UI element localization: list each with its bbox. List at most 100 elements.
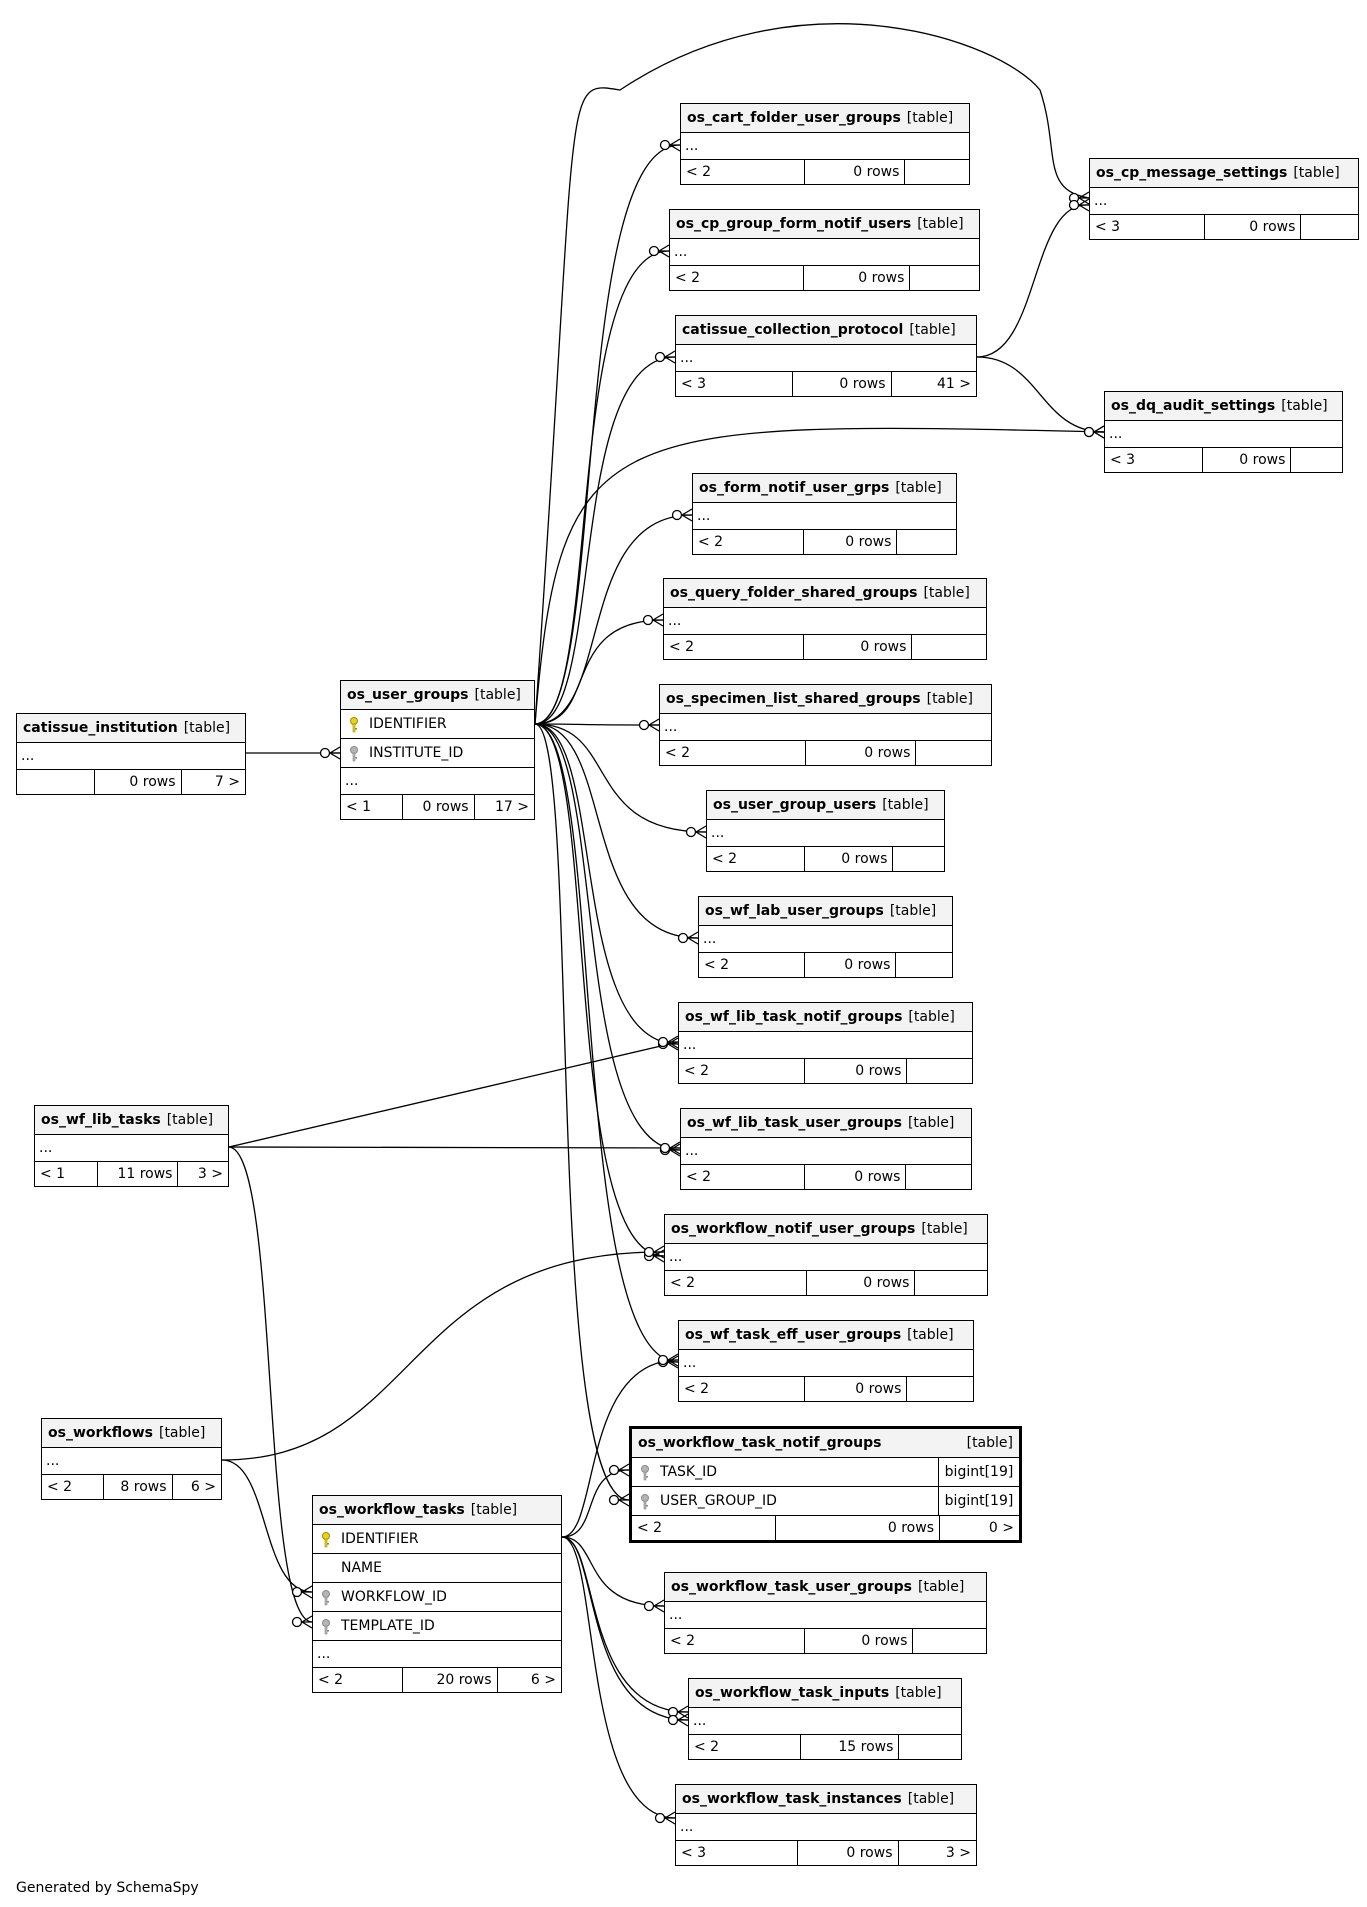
parent-count[interactable]: < 2 <box>665 745 691 761</box>
table-header[interactable]: os_workflow_task_notif_groups[table] <box>632 1429 1019 1458</box>
table-header[interactable]: os_specimen_list_shared_groups[table] <box>660 685 991 714</box>
child-count[interactable] <box>907 1377 973 1401</box>
child-count[interactable] <box>897 530 956 554</box>
child-count[interactable] <box>916 741 991 765</box>
table-header[interactable]: os_wf_lab_user_groups[table] <box>699 897 952 926</box>
parent-count[interactable]: < 2 <box>637 1520 663 1536</box>
child-count[interactable] <box>896 953 952 977</box>
table-header[interactable]: catissue_collection_protocol[table] <box>676 316 976 345</box>
column-row[interactable]: IDENTIFIER <box>313 1525 561 1554</box>
parent-count[interactable]: < 2 <box>694 1739 720 1755</box>
more-columns-ellipsis[interactable]: ... <box>665 1244 987 1271</box>
table-header[interactable]: os_cart_folder_user_groups[table] <box>681 104 969 133</box>
table-header[interactable]: os_dq_audit_settings[table] <box>1105 392 1342 421</box>
table-header[interactable]: os_wf_task_eff_user_groups[table] <box>679 1321 973 1350</box>
table-header[interactable]: os_query_folder_shared_groups[table] <box>664 579 986 608</box>
parent-count[interactable]: < 2 <box>698 534 724 550</box>
table-os-query-folder-shared-groups[interactable]: os_query_folder_shared_groups[table]...<… <box>663 578 987 660</box>
table-os-workflow-notif-user-groups[interactable]: os_workflow_notif_user_groups[table]... <… <box>664 1214 988 1296</box>
table-header[interactable]: os_workflows[table] <box>42 1419 221 1448</box>
table-os-workflow-task-notif-groups[interactable]: os_workflow_task_notif_groups[table]TASK… <box>629 1426 1022 1543</box>
more-columns-ellipsis[interactable]: ... <box>676 345 976 372</box>
more-columns-ellipsis[interactable]: ... <box>42 1448 221 1475</box>
child-count[interactable] <box>915 1271 987 1295</box>
parent-count[interactable]: < 2 <box>684 1381 710 1397</box>
child-count[interactable] <box>912 635 986 659</box>
more-columns-ellipsis[interactable]: ... <box>660 714 991 741</box>
table-header[interactable]: os_user_group_users[table] <box>707 791 944 820</box>
parent-count[interactable]: < 2 <box>670 1275 696 1291</box>
table-header[interactable]: os_wf_lib_task_notif_groups[table] <box>679 1003 972 1032</box>
parent-count[interactable]: < 2 <box>47 1479 73 1495</box>
child-count[interactable] <box>1301 215 1358 239</box>
table-header[interactable]: os_cp_group_form_notif_users[table] <box>670 210 979 239</box>
child-count[interactable] <box>907 1059 972 1083</box>
parent-count[interactable]: < 2 <box>686 164 712 180</box>
table-header[interactable]: os_cp_message_settings[table] <box>1090 159 1358 188</box>
table-header[interactable]: os_workflow_task_user_groups[table] <box>665 1573 986 1602</box>
parent-count[interactable]: < 3 <box>681 376 707 392</box>
more-columns-ellipsis[interactable]: ... <box>17 743 245 770</box>
child-count[interactable]: 0 > <box>988 1520 1014 1536</box>
table-os-wf-lib-task-notif-groups[interactable]: os_wf_lib_task_notif_groups[table]...< 2… <box>678 1002 973 1084</box>
table-header[interactable]: os_user_groups[table] <box>341 681 534 710</box>
more-columns-ellipsis[interactable]: ... <box>689 1708 961 1735</box>
parent-count[interactable]: < 3 <box>1110 452 1136 468</box>
more-columns-ellipsis[interactable]: ... <box>1105 421 1342 448</box>
child-count[interactable]: 6 > <box>190 1479 216 1495</box>
parent-count[interactable]: < 3 <box>1095 219 1121 235</box>
child-count[interactable] <box>899 1735 961 1759</box>
table-header[interactable]: os_workflow_tasks[table] <box>313 1496 561 1525</box>
parent-count[interactable]: < 2 <box>704 957 730 973</box>
column-row[interactable]: NAME <box>313 1554 561 1583</box>
parent-count[interactable]: < 2 <box>684 1063 710 1079</box>
child-count[interactable]: 7 > <box>214 774 240 790</box>
table-header[interactable]: os_form_notif_user_grps[table] <box>693 474 956 503</box>
table-os-specimen-list-shared-groups[interactable]: os_specimen_list_shared_groups[table]...… <box>659 684 992 766</box>
column-row[interactable]: INSTITUTE_ID <box>341 739 534 768</box>
child-count[interactable] <box>906 1165 971 1189</box>
more-columns-ellipsis[interactable]: ... <box>699 926 952 953</box>
more-columns-ellipsis[interactable]: ... <box>693 503 956 530</box>
more-columns-ellipsis[interactable]: ... <box>681 133 969 160</box>
parent-count[interactable]: < 2 <box>686 1169 712 1185</box>
more-columns-ellipsis[interactable]: ... <box>35 1135 228 1162</box>
table-header[interactable]: os_wf_lib_tasks[table] <box>35 1106 228 1135</box>
more-columns-ellipsis[interactable]: ... <box>707 820 944 847</box>
child-count[interactable]: 3 > <box>945 1845 971 1861</box>
table-os-cp-group-form-notif-users[interactable]: os_cp_group_form_notif_users[table]... < … <box>669 209 980 291</box>
table-header[interactable]: os_workflow_notif_user_groups[table] <box>665 1215 987 1244</box>
column-row[interactable]: WORKFLOW_ID <box>313 1583 561 1612</box>
column-row[interactable]: IDENTIFIER <box>341 710 534 739</box>
child-count[interactable]: 6 > <box>530 1672 556 1688</box>
parent-count[interactable]: < 2 <box>712 851 738 867</box>
parent-count[interactable]: < 2 <box>669 639 695 655</box>
parent-count[interactable]: < 1 <box>346 799 372 815</box>
table-header[interactable]: os_workflow_task_instances[table] <box>676 1785 976 1814</box>
parent-count[interactable]: < 2 <box>675 270 701 286</box>
more-columns-ellipsis[interactable]: ... <box>676 1814 976 1841</box>
parent-count[interactable] <box>17 770 94 794</box>
child-count[interactable] <box>893 847 944 871</box>
parent-count[interactable]: < 2 <box>318 1672 344 1688</box>
more-columns-ellipsis[interactable]: ... <box>1090 188 1358 215</box>
child-count[interactable] <box>913 1629 986 1653</box>
child-count[interactable]: 3 > <box>197 1166 223 1182</box>
more-columns-ellipsis[interactable]: ... <box>670 239 979 266</box>
child-count[interactable] <box>905 160 969 184</box>
